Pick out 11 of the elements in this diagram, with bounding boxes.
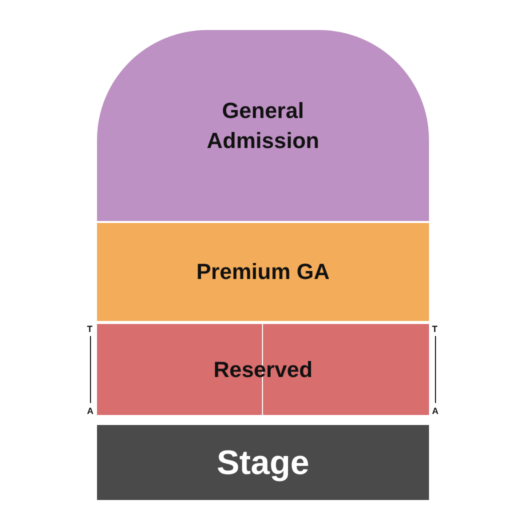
section-label: Premium GA xyxy=(196,258,330,286)
general-admission-section xyxy=(97,30,429,221)
premium-ga-section xyxy=(97,223,429,321)
section-label: General Admission xyxy=(206,96,320,154)
row-letter: A xyxy=(87,406,94,416)
section-label: Stage xyxy=(216,442,310,484)
row-letter: A xyxy=(432,406,438,416)
stage xyxy=(97,425,429,500)
reserved-section xyxy=(97,324,429,415)
row-letter: T xyxy=(432,324,438,334)
row-letter: T xyxy=(87,324,92,334)
